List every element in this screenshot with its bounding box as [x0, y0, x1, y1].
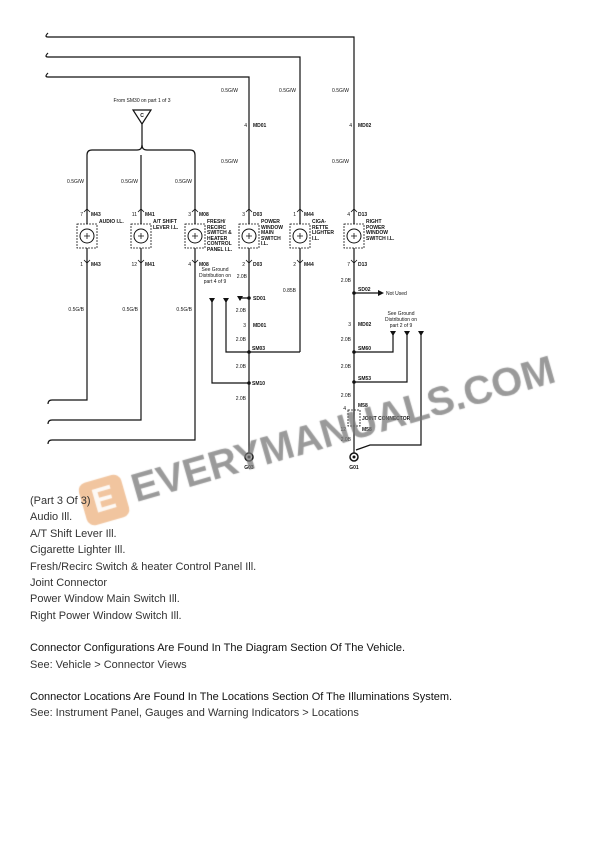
connector-md01: MD01 — [253, 323, 267, 329]
component-name-audio: AUDIO I.L. — [99, 219, 124, 225]
pin-number: 1 — [293, 212, 296, 218]
connector-md02: MD02 — [358, 123, 372, 129]
component-name-cigarette-lighter: CIGA- RETTE LIGHTER I.L. — [312, 219, 334, 242]
part-label: (Part 3 Of 3) — [30, 495, 91, 507]
wire-label: 2.0B — [341, 364, 352, 370]
pin-number: 3 — [188, 212, 191, 218]
wire-label: 0.5G/B — [68, 307, 84, 313]
wire-label: 0.5G/W — [332, 88, 349, 94]
connector-id: M41 — [145, 212, 155, 218]
component-name-shift-lever: A/T SHIFT LEVER I.L. — [153, 219, 179, 231]
wire-label: 2.0B — [341, 337, 352, 343]
pin-number: 3 — [348, 322, 351, 328]
pin-number: 4 — [188, 262, 191, 268]
splice-sm60: SM60 — [358, 346, 371, 352]
pin-number: 4 — [347, 212, 350, 218]
ground-g03: G03 — [244, 465, 254, 471]
pin-number: 3 — [243, 323, 246, 329]
pin-number: 1 — [80, 262, 83, 268]
wire-label: 0.5G/W — [221, 159, 238, 165]
connector-id: M43 — [91, 262, 101, 268]
joint-connector-id: M58 — [362, 427, 372, 433]
connector-id: M44 — [304, 212, 314, 218]
joint-connector-label: JOINT CONNECTOR — [362, 416, 411, 422]
pin-number: 2 — [293, 262, 296, 268]
component-item: Power Window Main Switch Ill. — [30, 593, 180, 606]
ground-g01: G01 — [349, 465, 359, 471]
connector-config-heading: Connector Configurations Are Found In Th… — [30, 642, 406, 655]
ground-icon — [244, 452, 254, 462]
splice-sm10: SM10 — [252, 381, 265, 387]
wire-label: 2.0B — [341, 437, 352, 443]
pin-number: 12 — [340, 427, 346, 433]
splice-sm53: SM53 — [358, 376, 371, 382]
connector-id: M44 — [304, 262, 314, 268]
wire-label: 0.5G/B — [176, 307, 192, 313]
wire-label: 2.0B — [236, 396, 247, 402]
arrow-icon — [378, 290, 384, 296]
wire-label: 0.5G/W — [121, 179, 138, 185]
component-name-right-window: RIGHT POWER WINDOW SWITCH I.L. — [366, 219, 395, 242]
connector-locations-heading: Connector Locations Are Found In The Loc… — [30, 691, 453, 704]
wire-label: 0.85B — [283, 288, 297, 294]
wire-label: 2.0B — [236, 364, 247, 370]
wire-label: 2.0B — [341, 393, 352, 399]
component-name-power-window-main: POWER WINDOW MAIN SWITCH I.L. — [261, 219, 283, 247]
connector-id: M43 — [91, 212, 101, 218]
pin-number: 12 — [131, 262, 137, 268]
pin-number: 3 — [242, 212, 245, 218]
component-item: Fresh/Recirc Switch & heater Control Pan… — [30, 560, 257, 573]
connector-id: M41 — [145, 262, 155, 268]
wire-label: 0.5G/W — [279, 88, 296, 94]
component-name-heater-panel: FRESH/ RECIRC SWITCH & HEATER CONTROL PA… — [207, 219, 233, 253]
pin-number: 4 — [343, 406, 346, 412]
pin-number: 7 — [347, 262, 350, 268]
connector-md02: MD02 — [358, 322, 372, 328]
wire-label: 0.5G/W — [67, 179, 84, 185]
notes: (Part 3 Of 3) Audio Ill. A/T Shift Lever… — [30, 493, 452, 722]
wire-label: 2.0B — [341, 278, 352, 284]
wire-label: 0.5G/W — [332, 159, 349, 165]
wire-label: 2.0B — [236, 337, 247, 343]
splice-sm03: SM03 — [252, 346, 265, 352]
wire-label: 0.5G/W — [221, 88, 238, 94]
connector-id: M08 — [199, 212, 209, 218]
pin-number: 2 — [242, 262, 245, 268]
pin-number: 4 — [244, 123, 247, 129]
pin-number: 4 — [349, 123, 352, 129]
locations-link[interactable]: See: Instrument Panel, Gauges and Warnin… — [30, 707, 359, 720]
joint-connector-id: M58 — [358, 403, 368, 409]
component-item: A/T Shift Lever Ill. — [30, 527, 117, 540]
component-item: Joint Connector — [30, 577, 108, 590]
ground-note-left: See Ground Distribution on part 4 of 9 — [199, 267, 231, 285]
component-item: Audio Ill. — [30, 511, 73, 524]
splice-sd01: SD01 — [253, 296, 266, 302]
ground-icon — [349, 452, 359, 462]
connector-id: D03 — [253, 262, 262, 268]
source-note: From SM30 on part 1 of 3 — [114, 98, 171, 104]
component-item: Cigarette Lighter Ill. — [30, 544, 126, 557]
source-connector-label: C — [140, 113, 144, 119]
connector-id: D13 — [358, 212, 367, 218]
wire-label: 0.5G/W — [175, 179, 192, 185]
wire-label: 2.0B — [237, 274, 248, 280]
connector-id: D03 — [253, 212, 262, 218]
wiring-diagram: C From SM30 on part 1 of 3 0.5G/W 0.5G/W… — [45, 32, 424, 471]
wire-label: 0.5G/B — [122, 307, 138, 313]
ground-note-right: See Ground Distribution on part 2 of 9 — [385, 311, 417, 329]
component-item: Right Power Window Switch Ill. — [30, 609, 182, 622]
pin-number: 11 — [132, 212, 137, 218]
splice-sd02: SD02 — [358, 287, 371, 293]
not-used-label: Not Used — [386, 291, 407, 297]
pin-number: 7 — [80, 212, 83, 218]
connector-views-link[interactable]: See: Vehicle > Connector Views — [30, 658, 187, 671]
connector-id: D13 — [358, 262, 367, 268]
connector-md01: MD01 — [253, 123, 267, 129]
wire-label: 2.0B — [236, 308, 247, 314]
